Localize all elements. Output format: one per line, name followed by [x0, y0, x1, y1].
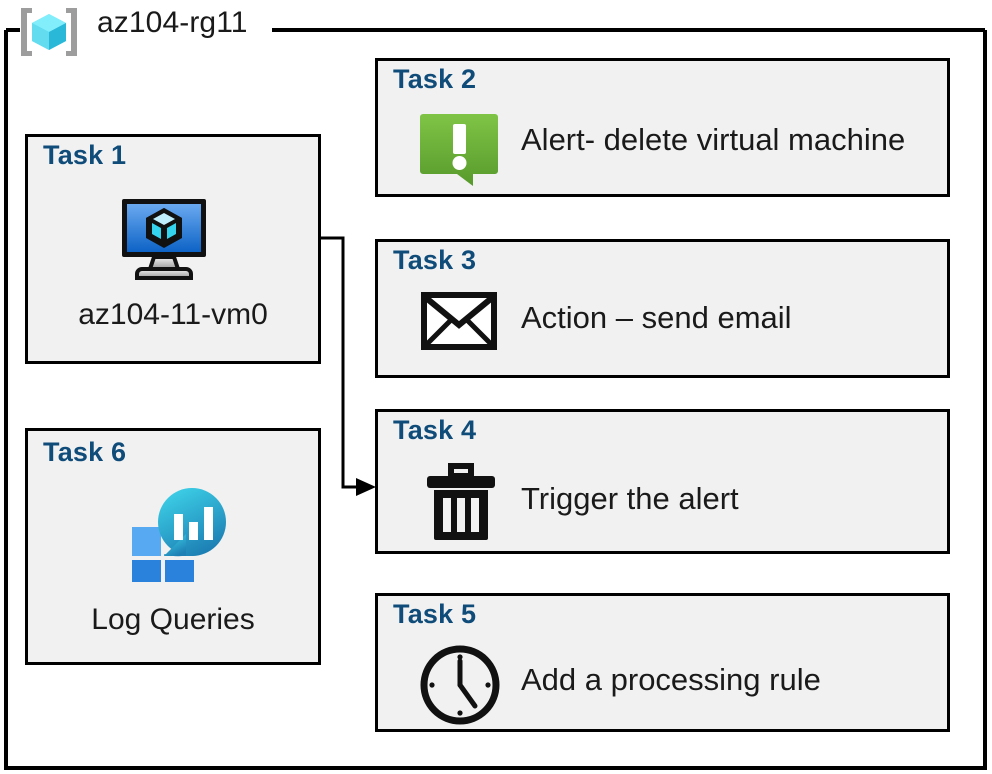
resource-group-label: az104-rg11 [97, 6, 248, 39]
card-task4-title: Task 4 [393, 415, 477, 445]
card-task2-title: Task 2 [393, 64, 477, 94]
log-analytics-icon [132, 488, 226, 582]
card-task6-title: Task 6 [43, 437, 127, 467]
envelope-icon [421, 292, 497, 350]
arrowhead-right-icon [356, 478, 376, 496]
card-task6-caption: Log Queries [91, 603, 255, 636]
card-task4-text: Trigger the alert [521, 481, 739, 516]
card-task5-text: Add a processing rule [521, 662, 821, 697]
card-task1-caption: az104-11-vm0 [78, 298, 268, 331]
card-task3-text: Action – send email [521, 300, 792, 335]
azure-resource-group-icon [21, 8, 77, 56]
virtual-machine-icon [122, 199, 206, 280]
card-task5[interactable] [375, 593, 950, 732]
card-task5-title: Task 5 [393, 599, 477, 629]
card-task3-title: Task 3 [393, 245, 477, 275]
card-task2-text: Alert- delete virtual machine [521, 122, 906, 157]
alert-bubble-icon [420, 114, 498, 186]
card-task1-title: Task 1 [43, 140, 127, 170]
clock-icon [420, 645, 500, 725]
trash-can-icon [427, 463, 495, 540]
